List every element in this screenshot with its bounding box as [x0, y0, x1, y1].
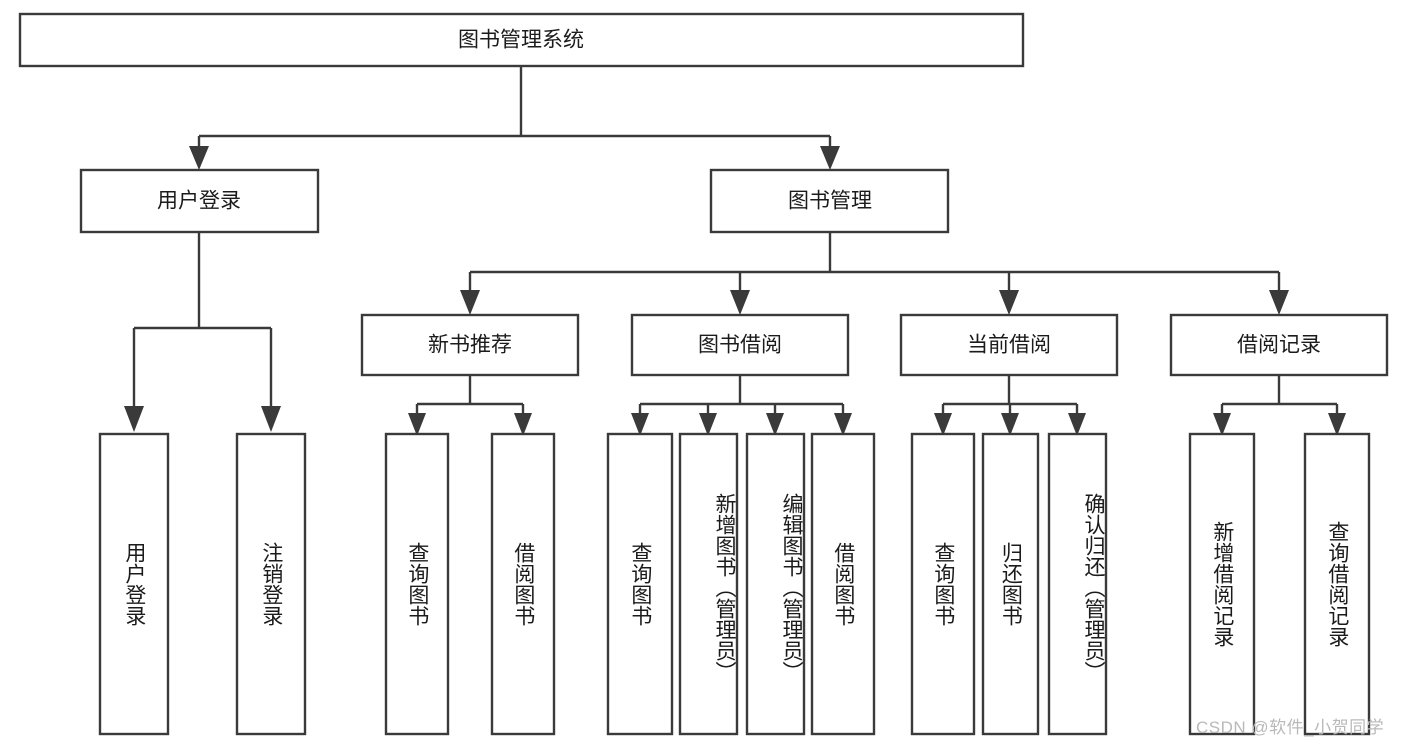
- leaf-box-nbr-1[interactable]: [384, 432, 450, 736]
- arrowhead-current-borrow: [999, 290, 1019, 315]
- leaf-box-cb-3[interactable]: [1047, 432, 1108, 736]
- leaf-box-user-login-2[interactable]: [235, 432, 307, 736]
- leaf-box-user-login-1[interactable]: [98, 432, 170, 736]
- arrowhead-leaf-nbr-1: [408, 413, 426, 436]
- csdn-watermark: CSDN @软件_小贺同学: [1196, 718, 1385, 737]
- arrowhead-leaf-bb-1: [631, 413, 649, 436]
- node-borrow-record[interactable]: 借阅记录: [1169, 313, 1389, 377]
- arrowhead-leaf-br-2: [1328, 413, 1346, 436]
- node-book-borrow-label: 图书借阅: [698, 334, 782, 357]
- arrowhead-leaf-bb-2: [699, 413, 717, 436]
- arrowhead-leaf-bb-4: [834, 413, 852, 436]
- node-user-login[interactable]: 用户登录: [79, 168, 320, 234]
- node-borrow-record-box[interactable]: [1169, 313, 1389, 377]
- arrowhead-book-mgmt: [820, 146, 840, 170]
- leaf-box-cb-1[interactable]: [910, 432, 976, 736]
- node-current-borrow-label: 当前借阅: [967, 334, 1051, 357]
- leaf-box-br-1[interactable]: [1188, 432, 1256, 736]
- leaf-box-nbr-2[interactable]: [490, 432, 556, 736]
- arrowhead-leaf-user-login-2: [261, 406, 281, 432]
- node-new-book-recommend[interactable]: 新书推荐: [360, 313, 580, 377]
- node-new-book-recommend-label: 新书推荐: [428, 334, 512, 357]
- node-root-label: 图书管理系统: [458, 29, 584, 52]
- node-new-book-recommend-box[interactable]: [360, 313, 580, 377]
- leaf-box-bb-3[interactable]: [745, 432, 806, 736]
- arrowhead-leaf-cb-2: [1001, 413, 1019, 436]
- leaf-box-bb-1[interactable]: [606, 432, 674, 736]
- node-user-login-label: 用户登录: [157, 190, 241, 213]
- leaf-box-bb-4[interactable]: [810, 432, 876, 736]
- arrowhead-leaf-bb-3: [766, 413, 784, 436]
- arrowhead-new-book-recommend: [460, 290, 480, 315]
- arrowhead-leaf-user-login-1: [124, 406, 144, 432]
- node-book-management-label: 图书管理: [788, 190, 872, 213]
- arrowhead-leaf-cb-1: [934, 413, 952, 436]
- arrowhead-leaf-cb-3: [1068, 413, 1086, 436]
- node-root[interactable]: 图书管理系统: [18, 12, 1025, 68]
- leaf-box-cb-2[interactable]: [981, 432, 1040, 736]
- node-book-management[interactable]: 图书管理: [709, 168, 950, 234]
- leaf-box-bb-2[interactable]: [678, 432, 739, 736]
- node-book-borrow-box[interactable]: [630, 313, 850, 377]
- arrowhead-leaf-br-1: [1213, 413, 1231, 436]
- node-current-borrow-box[interactable]: [899, 313, 1119, 377]
- arrowhead-borrow-record: [1269, 290, 1289, 315]
- node-book-management-box[interactable]: [709, 168, 950, 234]
- arrowhead-book-borrow: [730, 290, 750, 315]
- arrowhead-leaf-nbr-2: [514, 413, 532, 436]
- node-book-borrow[interactable]: 图书借阅: [630, 313, 850, 377]
- node-current-borrow[interactable]: 当前借阅: [899, 313, 1119, 377]
- node-root-box[interactable]: [18, 12, 1025, 68]
- leaf-box-br-2[interactable]: [1303, 432, 1371, 736]
- arrowhead-user-login: [189, 146, 209, 170]
- node-borrow-record-label: 借阅记录: [1237, 334, 1321, 357]
